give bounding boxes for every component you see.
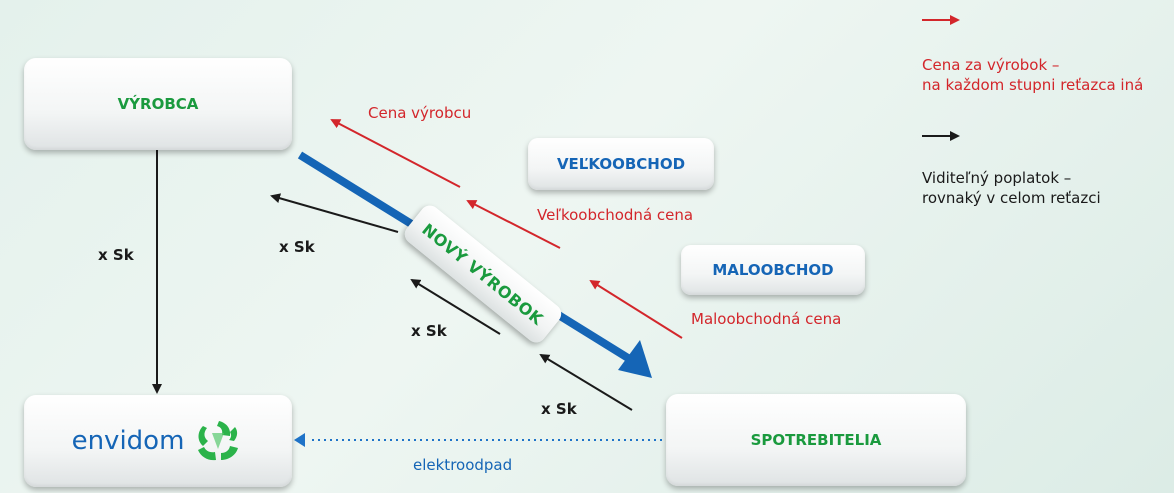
wholesale-box: VEĽKOOBCHOD: [528, 138, 714, 190]
wholesale-price-arrow: [466, 200, 561, 249]
legend-price-line-1: Cena za výrobok –: [922, 56, 1060, 74]
wholesale-label: VEĽKOOBCHOD: [556, 155, 686, 173]
fee-label-1: x Sk: [279, 238, 315, 256]
e-waste-arrow-head: [294, 433, 305, 447]
envidom-box: envidom: [24, 395, 292, 487]
retail-price-arrow: [589, 279, 683, 339]
retail-label: MALOOBCHOD: [712, 261, 834, 279]
fee-arrow-3: [539, 353, 633, 411]
fee-arrow-1: [270, 193, 399, 233]
legend-price-line-2: na každom stupni reťazca iná: [922, 76, 1144, 94]
recycle-icon: [198, 421, 239, 461]
fee-label-2: x Sk: [411, 322, 447, 340]
fee-arrow-2: [410, 278, 501, 335]
legend-fee-line-1: Viditeľný poplatok –: [922, 169, 1072, 187]
producer-label: VÝROBCA: [117, 95, 199, 113]
consumers-label: SPOTREBITELIA: [750, 431, 882, 449]
envidom-logo-text: envidom: [71, 426, 185, 456]
fee-label-vertical: x Sk: [98, 246, 134, 264]
wholesale-price-label: Veľkoobchodná cena: [537, 206, 694, 224]
consumers-box: SPOTREBITELIA: [666, 394, 966, 486]
retail-price-label: Maloobchodná cena: [691, 310, 842, 328]
producer-box: VÝROBCA: [24, 58, 292, 150]
producer-price-arrow: [330, 119, 461, 188]
legend-fee-line-2: rovnaký v celom reťazci: [922, 189, 1101, 207]
retail-box: MALOOBCHOD: [681, 245, 865, 295]
legend-price: Cena za výrobok – na každom stupni reťaz…: [922, 55, 1143, 95]
producer-price-label: Cena výrobcu: [368, 104, 472, 122]
legend-fee: Viditeľný poplatok – rovnaký v celom reť…: [922, 168, 1101, 208]
fee-label-3: x Sk: [541, 400, 577, 418]
e-waste-label: elektroodpad: [413, 456, 513, 474]
product-flow-arrow-head: [618, 340, 652, 378]
